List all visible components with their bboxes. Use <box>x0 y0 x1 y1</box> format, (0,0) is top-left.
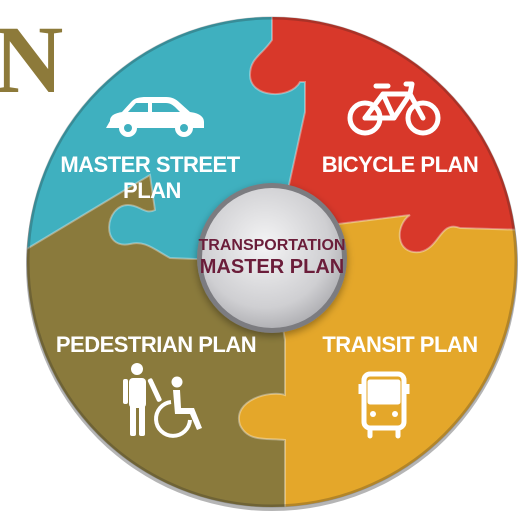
segment-label-master-street: MASTER STREET <box>60 152 240 177</box>
center-label-line1: TRANSPORTATION <box>199 237 346 254</box>
segment-label-pedestrian: PEDESTRIAN PLAN <box>56 332 256 357</box>
segment-label-bicycle: BICYCLE PLAN <box>322 152 479 177</box>
bus-icon <box>358 371 410 439</box>
center-hub <box>197 183 347 333</box>
car-icon <box>106 97 204 137</box>
wheel-rim <box>26 16 518 508</box>
title-fragment: N <box>0 6 63 113</box>
segment-label-master-street-line2: PLAN <box>123 178 181 203</box>
bicycle-icon <box>347 81 441 136</box>
segment-label-transit: TRANSIT PLAN <box>322 332 477 357</box>
center-label-line2: MASTER PLAN <box>200 256 344 278</box>
pedestrian-wheelchair-icon <box>123 363 202 438</box>
